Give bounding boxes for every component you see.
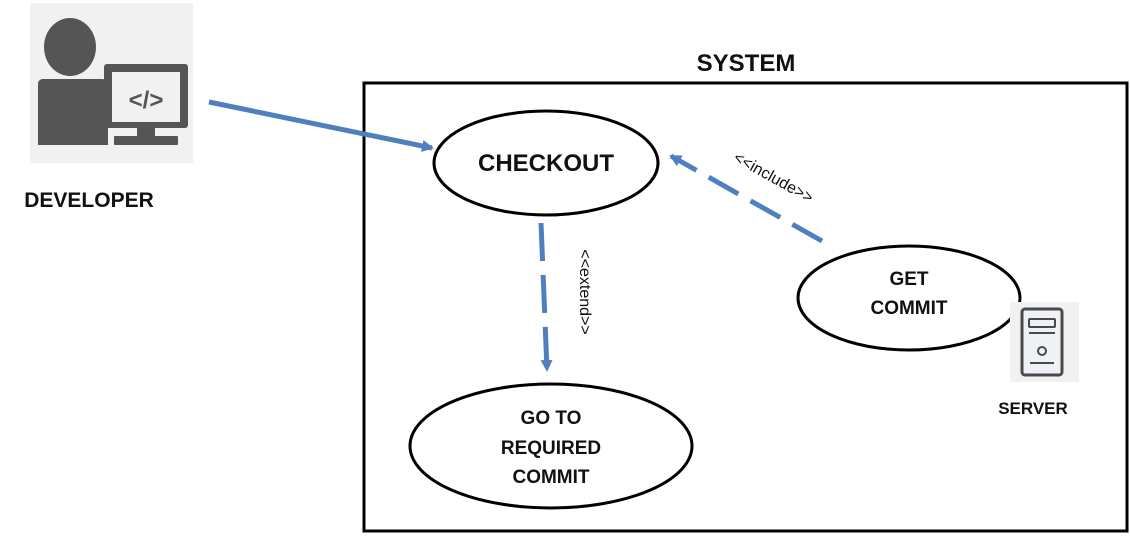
svg-text:</>: </> <box>129 87 164 114</box>
include-arrow <box>669 153 824 244</box>
system-frame <box>362 81 1129 533</box>
get-commit-label-line-1: GET <box>889 269 928 290</box>
go-to-required-commit-ellipse <box>408 382 694 510</box>
extend-label: <<extend>> <box>576 249 593 334</box>
get-commit-use-case: GET COMMIT <box>796 244 1022 352</box>
developer-computer-icon: </> <box>38 18 188 145</box>
go-to-required-commit-line-3: COMMIT <box>512 467 589 488</box>
server-label: SERVER <box>998 399 1068 418</box>
system-title: SYSTEM <box>697 50 796 77</box>
developer-label: DEVELOPER <box>24 189 154 212</box>
server-actor: SERVER <box>998 302 1079 418</box>
developer-actor: </> DEVELOPER <box>24 3 193 212</box>
checkout-use-case: CHECKOUT <box>432 109 660 217</box>
developer-to-checkout-arrow <box>208 99 434 152</box>
extend-arrow <box>538 222 553 372</box>
get-commit-label-line-2: COMMIT <box>870 298 947 319</box>
include-label: <<include>> <box>731 149 816 207</box>
checkout-label: CHECKOUT <box>478 150 614 177</box>
checkout-ellipse <box>432 109 660 217</box>
server-tower-icon <box>1010 302 1079 382</box>
get-commit-ellipse <box>796 244 1022 352</box>
go-to-required-commit-line-1: GO TO <box>521 408 582 429</box>
go-to-required-commit-line-2: REQUIRED <box>501 438 601 459</box>
system-boundary: SYSTEM <box>362 50 1129 533</box>
go-to-required-commit-use-case: GO TO REQUIRED COMMIT <box>408 382 694 510</box>
